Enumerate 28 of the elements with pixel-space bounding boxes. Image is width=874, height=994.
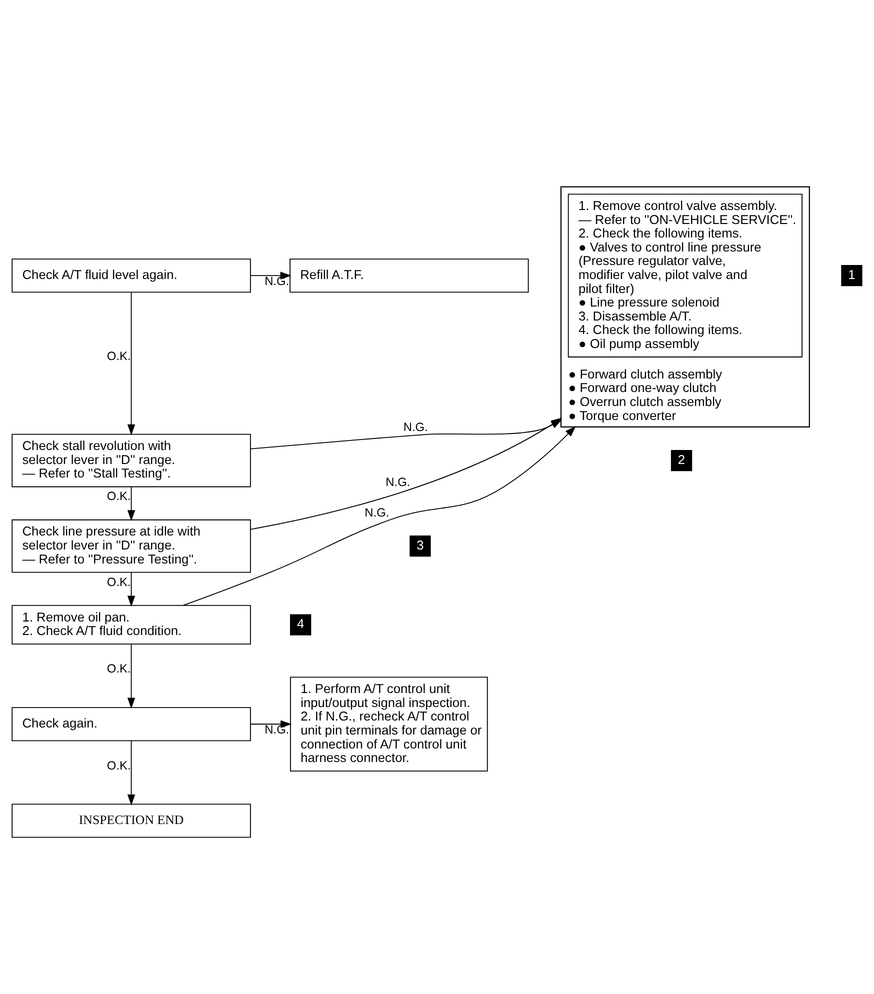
node-box: Check A/T fluid level again. [12,258,251,293]
node-box: 1. Remove oil pan. 2. Check A/T fluid condition. [12,605,251,645]
node-box: Check stall revolution with selector lever in ''D'' range. — Refer to ''Stall Testing''. [12,434,251,488]
node-box: INSPECTION END [12,804,251,838]
arrow [127,292,136,436]
edge-label: N.G. [386,474,410,489]
arrow [127,572,136,607]
edge-label: N.G. [403,420,428,434]
label: 1 [848,266,856,282]
edge-label: O.K. [106,574,131,589]
arrow [127,740,136,806]
label: 2 [678,452,686,467]
node-box: 1. Perform A/T control unit input/output signal inspection. 2. If N.G., recheck A/T control unit pin terminals for damage or connection of A/T control unit harness connector. [290,676,488,772]
node-box: Check line pressure at idle with selector lever in ''D'' range. — Refer to ''Pressure Testing''. [12,519,251,573]
arrow [127,644,136,709]
edge-label: O.K. [106,349,131,363]
label: 4 [297,616,304,632]
arrow [127,486,136,522]
edge-label: N.G. [364,506,390,520]
label: 3 [416,538,424,553]
arrow [182,426,576,606]
edge-label: O.K. [106,758,131,772]
edge-label: O.K. [106,662,131,676]
node-box: Check again. [12,707,251,742]
edge-label: O.K. [106,489,131,504]
node-box: Refill A.T.F. [290,258,529,293]
arrow [250,720,292,728]
node-box: 1. Remove control valve assembly. — Refer to ''ON-VEHICLE SERVICE''. 2. Check the following items. ● Valves to control line pressure (Pressure regulator valve, modifier valve, pilot valve and pilot filter) ● Line pressure solenoid 3. Disassemble A/T. 4. Check the following items. ● Oil pump assembly [568,194,803,358]
